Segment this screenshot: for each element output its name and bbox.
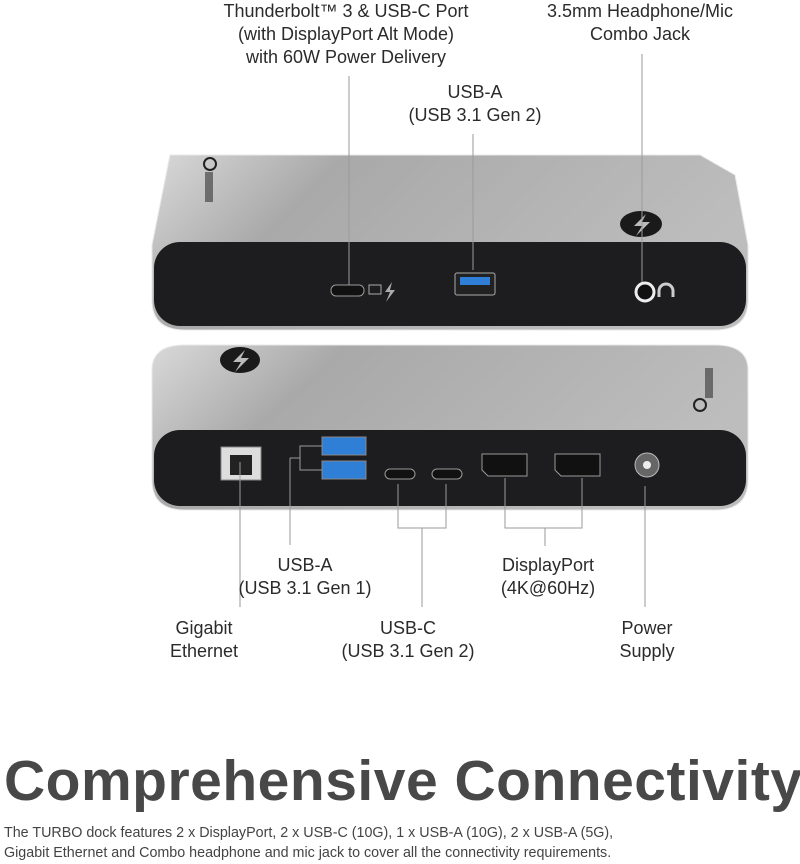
label-displayport: DisplayPort (4K@60Hz) xyxy=(500,555,596,598)
thunderbolt-logo xyxy=(620,211,662,237)
label-usb-c-gen2: USB-C (USB 3.1 Gen 2) xyxy=(341,618,475,661)
page-heading: Comprehensive Connectivity xyxy=(4,749,800,813)
label-ethernet: Gigabit Ethernet xyxy=(169,618,239,661)
label-power-supply: Power Supply xyxy=(619,618,675,661)
laptop-icon xyxy=(368,284,382,295)
alogic-logo xyxy=(203,157,217,202)
label-headphone-jack: 3.5mm Headphone/Mic Combo Jack xyxy=(546,1,734,44)
label-thunderbolt-port: Thunderbolt™ 3 & USB-C Port (with Displa… xyxy=(223,1,469,67)
usb-c-port-2 xyxy=(431,468,463,480)
displayport-2 xyxy=(554,453,601,477)
alogic-logo xyxy=(693,368,713,412)
label-usb-a-gen2: USB-A (USB 3.1 Gen 2) xyxy=(408,82,542,125)
usb-a-gen1-port-2 xyxy=(321,460,367,480)
usb-a-gen1-port-1 xyxy=(321,436,367,456)
leader-lines xyxy=(239,54,646,607)
headphone-jack xyxy=(634,281,656,303)
usb-c-thunderbolt-port xyxy=(330,284,365,297)
displayport-1 xyxy=(481,453,528,477)
thunderbolt-icon xyxy=(385,282,395,302)
dock-front-view xyxy=(151,154,749,331)
usb-c-port-1 xyxy=(384,468,416,480)
dock-rear-panel xyxy=(154,430,746,506)
dock-rear-view xyxy=(151,344,749,511)
dock-front-panel xyxy=(154,242,746,326)
thunderbolt-logo xyxy=(220,347,260,373)
label-usb-a-gen1: USB-A (USB 3.1 Gen 1) xyxy=(238,555,372,598)
headset-icon xyxy=(657,282,675,297)
description: The TURBO dock features 2 x DisplayPort,… xyxy=(4,825,614,861)
